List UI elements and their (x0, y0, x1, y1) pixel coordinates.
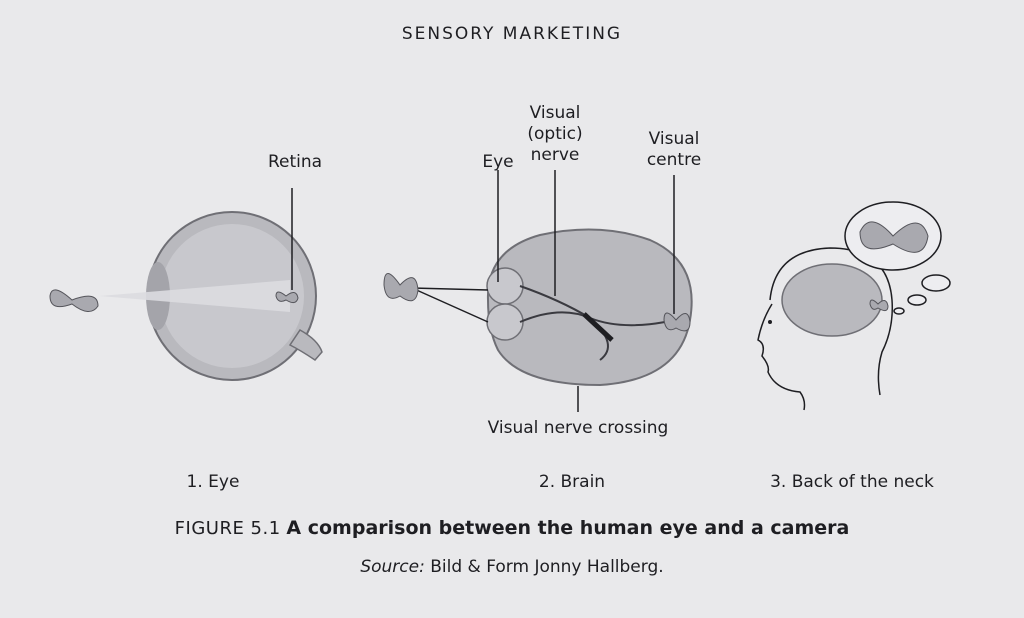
source-label: Source: (360, 557, 425, 577)
source-text: Bild & Form Jonny Hallberg. (430, 557, 663, 577)
figure-source: Source: Bild & Form Jonny Hallberg. (0, 557, 1024, 577)
figure-title: A comparison between the human eye and a… (286, 517, 849, 539)
butterfly-brain-input-icon (384, 274, 418, 301)
label-visual-optic-nerve-line-2: (optic) (512, 124, 598, 145)
brain-diagram (412, 170, 692, 412)
label-retina: Retina (260, 152, 330, 173)
figure-number: FIGURE 5.1 (175, 518, 281, 539)
panel-label-brain: 2. Brain (522, 472, 622, 493)
label-visual-centre: Visual centre (636, 129, 712, 171)
panel-label-eye: 1. Eye (168, 472, 258, 493)
panel-label-back-of-neck: 3. Back of the neck (752, 472, 952, 493)
label-visual-centre-line-1: Visual (636, 129, 712, 150)
label-visual-nerve-crossing: Visual nerve crossing (462, 418, 694, 439)
label-visual-centre-line-2: centre (636, 150, 712, 171)
label-visual-optic-nerve: Visual (optic) nerve (512, 103, 598, 166)
figure-caption: FIGURE 5.1 A comparison between the huma… (0, 517, 1024, 539)
head-profile-diagram (758, 248, 892, 410)
butterfly-icon (50, 290, 98, 312)
eye-diagram (100, 188, 322, 380)
label-visual-optic-nerve-line-3: nerve (512, 145, 598, 166)
label-visual-optic-nerve-line-1: Visual (512, 103, 598, 124)
